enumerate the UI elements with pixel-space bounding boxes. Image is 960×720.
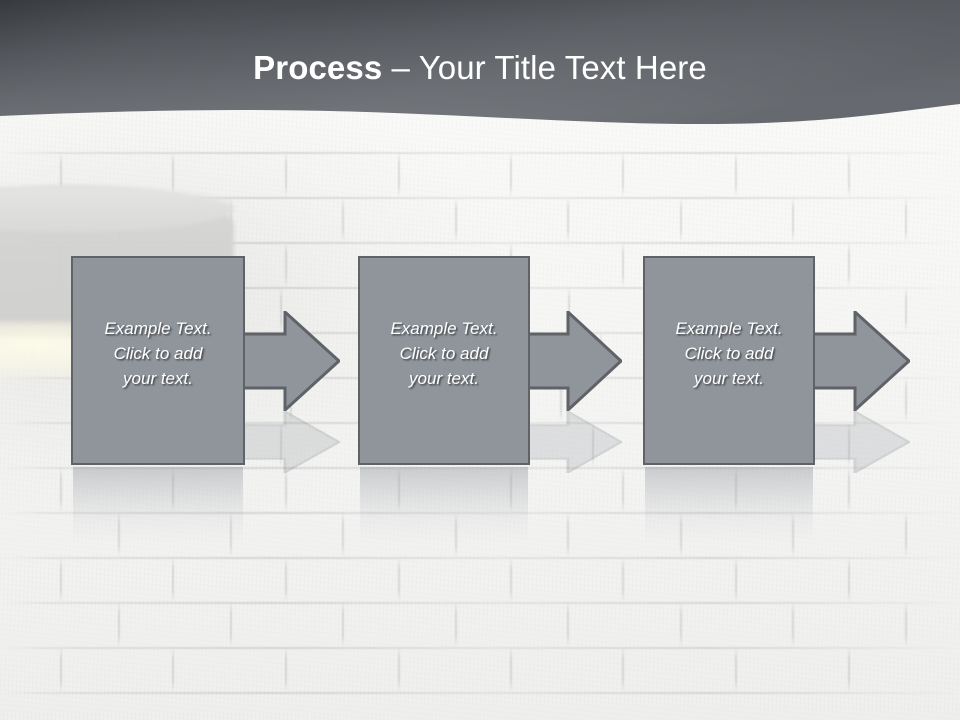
brick-joint — [848, 152, 850, 197]
brick-joint — [60, 647, 62, 692]
brick-row-line — [0, 557, 960, 559]
brick-joint — [285, 647, 287, 692]
brick-joint — [455, 512, 457, 557]
brick-joint — [905, 197, 907, 242]
brick-joint — [848, 647, 850, 692]
brick-row-line — [0, 647, 960, 649]
brick-joint — [848, 242, 850, 287]
brick-joint — [567, 512, 569, 557]
brick-joint — [680, 602, 682, 647]
brick-joint — [792, 197, 794, 242]
brick-joint — [118, 512, 120, 557]
brick-joint — [285, 467, 287, 512]
brick-joint — [280, 287, 282, 332]
page-title: Process – Your Title Text Here — [0, 49, 960, 86]
brick-joint — [60, 557, 62, 602]
brick-joint — [592, 422, 594, 467]
step-1-line-2: Click to add — [113, 344, 203, 363]
brick-joint — [735, 152, 737, 197]
brick-joint — [230, 602, 232, 647]
brick-joint — [905, 377, 907, 422]
brick-joint — [342, 512, 344, 557]
brick-joint — [622, 467, 624, 512]
step-1-text: Example Text. Click to add your text. — [73, 316, 243, 391]
brick-joint — [398, 647, 400, 692]
brick-joint — [342, 197, 344, 242]
brick-joint — [905, 512, 907, 557]
brick-joint — [622, 152, 624, 197]
step-2-text: Example Text. Click to add your text. — [360, 316, 528, 391]
step-2-line-3: your text. — [409, 369, 479, 388]
page-title-dash: – — [382, 49, 419, 86]
brick-joint — [280, 422, 282, 467]
brick-joint — [622, 242, 624, 287]
brick-joint — [735, 557, 737, 602]
step-3-line-3: your text. — [694, 369, 764, 388]
step-1-box[interactable]: Example Text. Click to add your text. — [71, 256, 245, 465]
brick-joint — [735, 647, 737, 692]
brick-joint — [455, 197, 457, 242]
brick-joint — [905, 287, 907, 332]
step-2-line-2: Click to add — [399, 344, 489, 363]
brick-joint — [398, 557, 400, 602]
brick-joint — [172, 467, 174, 512]
page-title-strong: Process — [253, 49, 383, 86]
step-3-box[interactable]: Example Text. Click to add your text. — [643, 256, 815, 465]
brick-joint — [792, 512, 794, 557]
brick-joint — [285, 152, 287, 197]
brick-joint — [680, 197, 682, 242]
brick-joint — [792, 602, 794, 647]
brick-row-line — [0, 152, 960, 154]
brick-joint — [905, 602, 907, 647]
step-1-line-1: Example Text. — [104, 319, 212, 338]
header-band: Process – Your Title Text Here — [0, 0, 960, 140]
brick-joint — [285, 557, 287, 602]
brick-joint — [172, 647, 174, 692]
brick-joint — [510, 152, 512, 197]
step-3-text: Example Text. Click to add your text. — [645, 316, 813, 391]
brick-joint — [848, 557, 850, 602]
step-1-line-3: your text. — [123, 369, 193, 388]
brick-joint — [398, 467, 400, 512]
page-title-rest: Your Title Text Here — [418, 49, 707, 86]
step-2-line-1: Example Text. — [390, 319, 498, 338]
brick-joint — [342, 602, 344, 647]
brick-joint — [285, 242, 287, 287]
brick-joint — [60, 152, 62, 197]
brick-row-line — [0, 242, 960, 244]
brick-row-line — [0, 467, 960, 469]
brick-joint — [735, 467, 737, 512]
brick-joint — [848, 422, 850, 467]
brick-joint — [455, 602, 457, 647]
brick-joint — [680, 512, 682, 557]
brick-joint — [510, 467, 512, 512]
brick-joint — [567, 602, 569, 647]
brick-joint — [230, 512, 232, 557]
brick-joint — [172, 152, 174, 197]
brick-joint — [398, 152, 400, 197]
step-3-line-2: Click to add — [684, 344, 774, 363]
brick-row-line — [0, 692, 960, 694]
brick-joint — [567, 197, 569, 242]
brick-joint — [622, 647, 624, 692]
brick-joint — [560, 377, 562, 422]
brick-joint — [510, 647, 512, 692]
brick-joint — [510, 557, 512, 602]
brick-row-line — [0, 602, 960, 604]
brick-joint — [568, 287, 570, 332]
brick-row-line — [0, 197, 960, 199]
brick-joint — [172, 557, 174, 602]
brick-row-line — [0, 512, 960, 514]
brick-joint — [60, 467, 62, 512]
brick-joint — [118, 602, 120, 647]
brick-joint — [622, 557, 624, 602]
step-3-line-1: Example Text. — [675, 319, 783, 338]
step-2-box[interactable]: Example Text. Click to add your text. — [358, 256, 530, 465]
brick-joint — [848, 467, 850, 512]
